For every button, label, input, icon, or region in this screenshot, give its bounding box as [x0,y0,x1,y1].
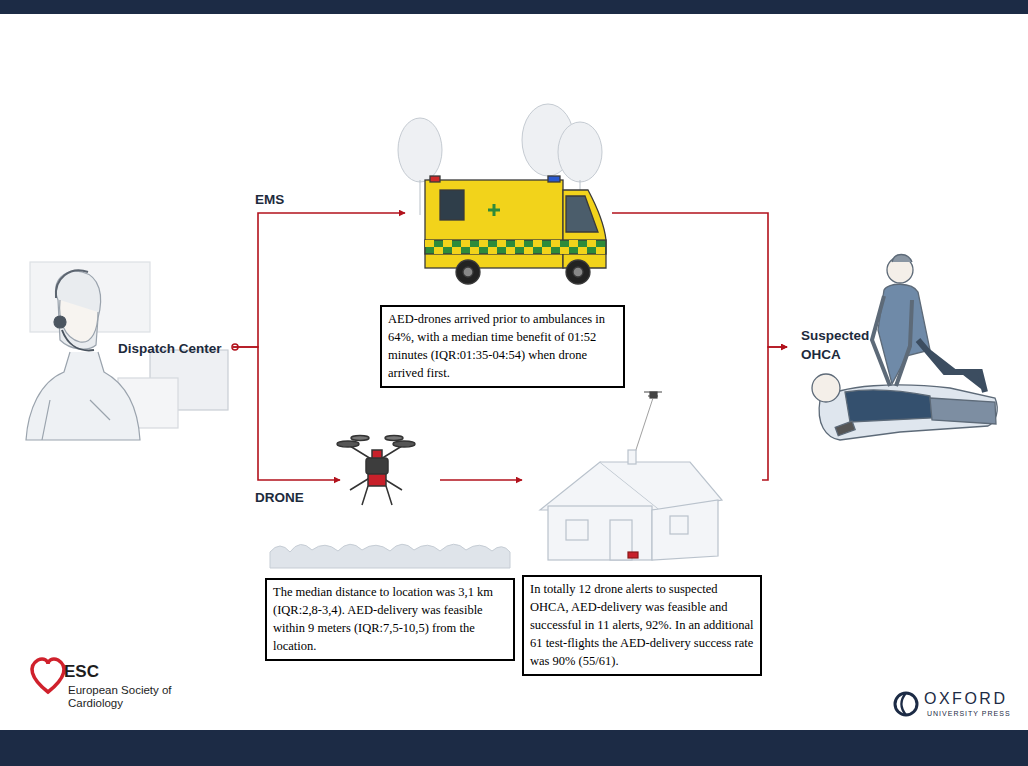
flow-arrow [612,213,787,347]
box-text: AED-drones arrived prior to ambulances i… [388,310,617,382]
logo-subtext: UNIVERSITY PRESS [927,710,1011,717]
house [540,450,722,560]
drone [337,436,415,506]
bottom-bar [0,730,1028,766]
node-label: Dispatch Center [118,341,222,356]
drone-unit: DRONE [340,432,440,512]
node-label: EMS [255,192,284,207]
result-box-text: In totally 12 drone alerts to suspected … [522,575,762,676]
node-label: Suspected OHCA [801,326,881,364]
ground-strip [270,544,510,568]
result-box: AED-drones arrived prior to ambulances i… [380,305,625,388]
logo-subtext: European Society of Cardiology [68,684,178,710]
oup-logo [895,693,917,715]
node-label: DRONE [255,490,304,505]
suspected-ohca: Suspected OHCA [787,260,1020,450]
ems-ambulance: EMS [405,165,612,300]
box-text: The median distance to location was 3,1 … [273,583,507,655]
top-bar [0,0,1028,14]
ambulance [425,176,606,284]
logo-text: OXFORD [924,690,1007,708]
dispatch-center: Dispatch Center [20,270,233,440]
logo-text: ESC [64,662,99,682]
esc-logo [32,659,64,692]
dispatcher-figure [26,262,228,440]
house-delivery: In totally 12 drone alerts to suspected … [522,382,762,676]
flow-arrow [233,347,340,480]
result-box: The median distance to location was 3,1 … [265,578,515,661]
flow-arrow [440,479,522,481]
flow-arrow [762,347,787,480]
